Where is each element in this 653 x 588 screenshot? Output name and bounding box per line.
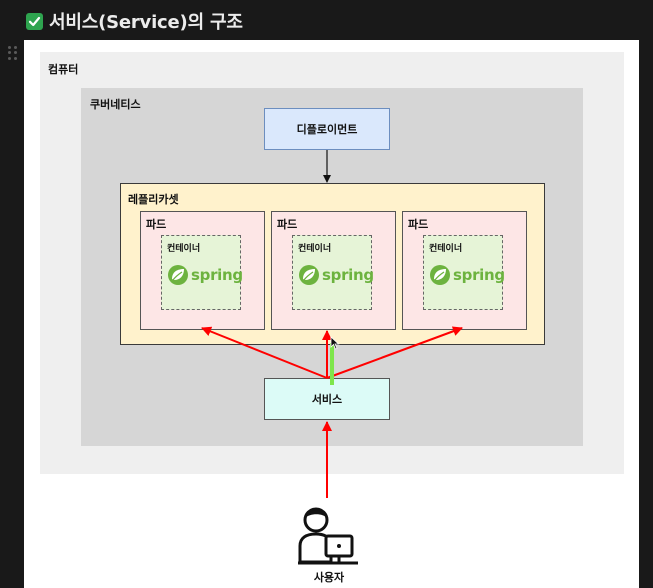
- service-to-pod3-arrow: [326, 326, 463, 379]
- connector-layer: [201, 150, 463, 498]
- pod-box: 파드 컨테이너 spring: [140, 211, 265, 330]
- kubernetes-label: 쿠버네티스: [90, 98, 141, 111]
- user-label: 사용자: [313, 571, 345, 584]
- pod-box: 파드 컨테이너 spring: [402, 211, 527, 330]
- deployment-label: 디플로이먼트: [296, 123, 358, 136]
- container-label: 컨테이너: [429, 244, 463, 254]
- container-box: 컨테이너 spring: [292, 235, 374, 310]
- pod-label: 파드: [277, 218, 298, 231]
- spring-wordmark: spring: [453, 266, 505, 284]
- spring-logo: spring: [298, 264, 374, 286]
- user-actor: 사용자: [296, 502, 362, 588]
- container-box: 컨테이너 spring: [161, 235, 243, 310]
- spring-wordmark: spring: [191, 266, 243, 284]
- container-label: 컨테이너: [298, 244, 332, 254]
- computer-label: 컴퓨터: [48, 63, 79, 76]
- service-label: 서비스: [311, 393, 343, 406]
- service-box: 서비스: [264, 378, 390, 420]
- container-label: 컨테이너: [167, 244, 201, 254]
- spring-logo: spring: [429, 264, 505, 286]
- diagram-canvas: 컴퓨터 쿠버네티스 디플로이먼트 레플리카셋 파드 컨테이너 spring: [24, 40, 639, 588]
- replicaset-box: 레플리카셋 파드 컨테이너 spring 파드 컨테이너: [120, 183, 545, 345]
- spring-leaf-icon: [299, 265, 319, 285]
- spring-leaf-icon: [430, 265, 450, 285]
- check-mark-icon: [26, 12, 43, 30]
- mouse-cursor-icon: [330, 336, 340, 350]
- pod-box: 파드 컨테이너 spring: [271, 211, 396, 330]
- pod-label: 파드: [408, 218, 429, 231]
- spring-leaf-icon: [168, 265, 188, 285]
- container-box: 컨테이너 spring: [423, 235, 505, 310]
- section-heading: 서비스(Service)의 구조: [26, 8, 243, 34]
- drag-handle-icon[interactable]: [8, 46, 18, 60]
- deployment-box: 디플로이먼트: [264, 108, 390, 150]
- replicaset-label: 레플리카셋: [128, 193, 179, 206]
- user-at-computer-icon: [298, 507, 358, 565]
- section-title: 서비스(Service)의 구조: [49, 12, 243, 33]
- spring-wordmark: spring: [322, 266, 374, 284]
- pod-label: 파드: [146, 218, 167, 231]
- spring-logo: spring: [167, 264, 243, 286]
- service-to-pod1-arrow: [201, 326, 328, 379]
